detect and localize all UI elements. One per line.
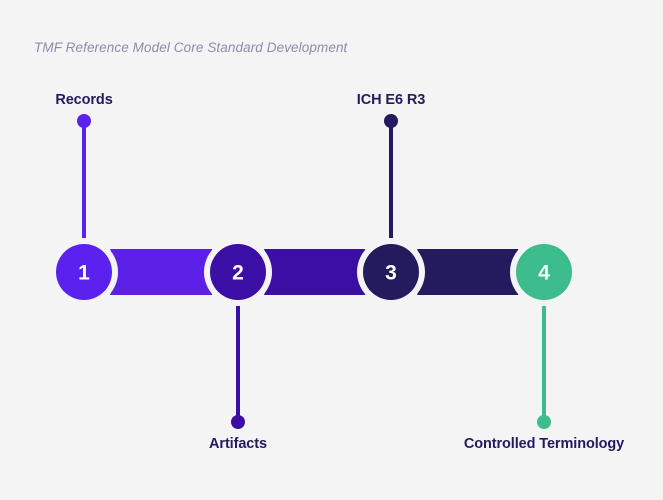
step-label-2: Artifacts	[209, 436, 267, 452]
connector-dot-step-2	[231, 415, 245, 429]
bars-layer	[110, 249, 523, 295]
step-circle-1	[56, 244, 112, 300]
step-label-1: Records	[55, 92, 113, 108]
process-bar-1-to-2	[110, 249, 217, 295]
step-number-2: 2	[232, 262, 244, 285]
step-number-1: 1	[78, 262, 90, 285]
connector-dot-step-1	[77, 114, 91, 128]
step-circle-3	[363, 244, 419, 300]
process-bar-3-to-4	[417, 249, 523, 295]
step-number-3: 3	[385, 262, 397, 285]
step-circle-4	[516, 244, 572, 300]
step-label-4: Controlled Terminology	[463, 436, 625, 452]
step-label-3: ICH E6 R3	[356, 92, 426, 108]
connector-dot-step-4	[537, 415, 551, 429]
page-title: TMF Reference Model Core Standard Develo…	[34, 40, 348, 55]
circles-layer: 1 2 3 4	[50, 238, 578, 306]
step-number-4: 4	[538, 262, 550, 285]
step-node-1[interactable]: 1	[50, 238, 118, 306]
step-node-2[interactable]: 2	[204, 238, 272, 306]
step-node-4[interactable]: 4	[510, 238, 578, 306]
connector-dot-step-3	[384, 114, 398, 128]
step-node-3[interactable]: 3	[357, 238, 425, 306]
step-circle-2	[210, 244, 266, 300]
process-bar-2-to-3	[264, 249, 370, 295]
